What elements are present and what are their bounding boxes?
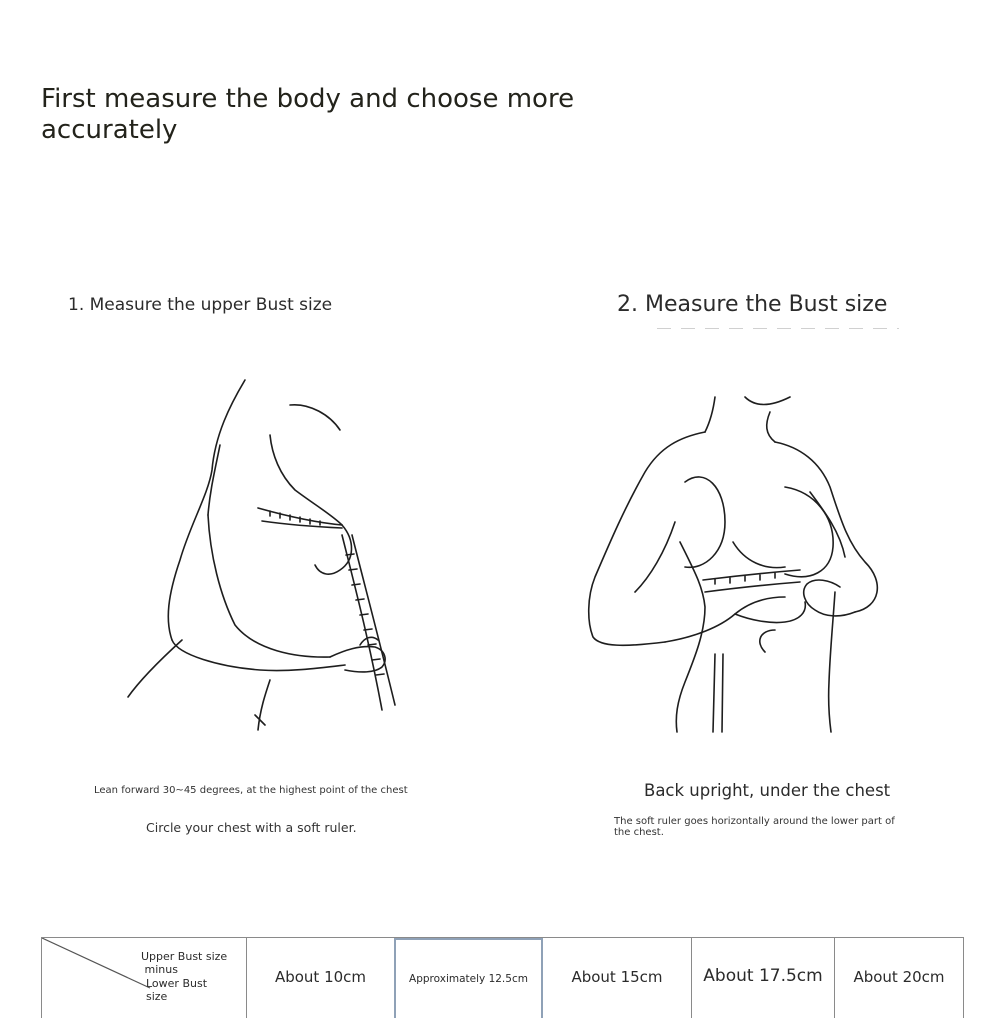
page-title: First measure the body and choose more a…: [41, 84, 575, 145]
step-1-caption-small: Lean forward 30~45 degrees, at the highe…: [94, 785, 408, 796]
step-2-caption-small: The soft ruler goes horizontally around …: [614, 816, 895, 838]
step-1-caption-main: Circle your chest with a soft ruler.: [146, 820, 357, 835]
diagonal-divider: [42, 938, 151, 989]
step-2-heading: 2. Measure the Bust size: [617, 292, 888, 317]
table-header-cell: Upper Bust size minus Lower Bust size: [41, 938, 247, 1018]
header-upper-label: Upper Bust size minus: [141, 950, 228, 976]
table-col-1: About 10cm: [247, 938, 395, 1018]
size-table: Upper Bust size minus Lower Bust size Ab…: [41, 937, 964, 1018]
bust-illustration: [587, 396, 879, 733]
table-col-4: About 17.5cm: [692, 938, 835, 1018]
table-col-3: About 15cm: [543, 938, 692, 1018]
header-lower-label: Lower Bust size: [146, 977, 208, 1003]
table-col-5: About 20cm: [835, 938, 964, 1018]
upper-bust-illustration: [127, 379, 396, 731]
step-2-caption-main: Back upright, under the chest: [644, 781, 891, 800]
step-1-heading: 1. Measure the upper Bust size: [68, 295, 333, 315]
step-2-underline: [657, 328, 899, 329]
table-col-2: Approximately 12.5cm: [394, 938, 543, 1018]
